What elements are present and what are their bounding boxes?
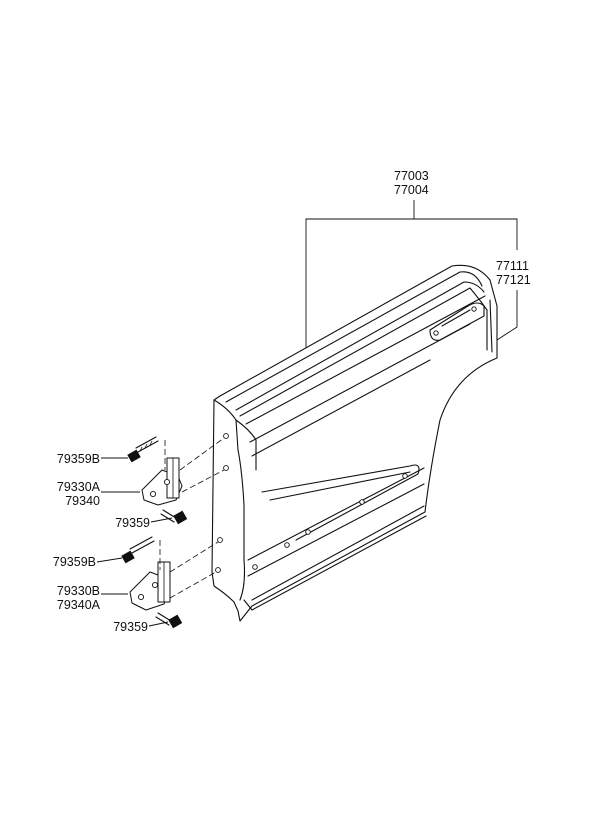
part-number-77004: 77004 <box>394 183 429 197</box>
lower-hinge-bolt-top <box>121 536 155 564</box>
alignment-lines <box>159 437 225 599</box>
part-label-door-panel: 77003 77004 <box>394 169 429 197</box>
upper-hinge-bolt-top <box>127 436 159 463</box>
part-label-lower-lower-bolt: 79359 <box>113 620 148 634</box>
part-number-79330a: 79330A <box>56 480 100 494</box>
upper-hinge-bolt-bottom <box>160 509 188 525</box>
part-number-79330b: 79330B <box>56 584 100 598</box>
part-number-79359-lower: 79359 <box>113 620 148 634</box>
part-number-79340a: 79340A <box>56 598 100 612</box>
part-number-79359-upper: 79359 <box>115 516 150 530</box>
part-label-upper-hinge: 79330A 79340 <box>57 480 100 508</box>
part-number-77111: 77111 <box>496 259 529 273</box>
door-shell <box>211 264 498 622</box>
part-number-79340: 79340 <box>65 494 100 508</box>
part-label-upper-lower-bolt: 79359 <box>115 516 150 530</box>
door-callout-bracket <box>305 200 518 348</box>
part-number-77003: 77003 <box>394 169 429 183</box>
leader-lines <box>96 457 173 627</box>
part-label-outer-panel: 77111 77121 <box>496 259 531 287</box>
part-number-79359b-upper: 79359B <box>56 452 100 466</box>
part-label-upper-bolt: 79359B <box>57 452 100 466</box>
part-number-79359b-lower: 79359B <box>52 555 96 569</box>
lower-hinge <box>129 561 171 611</box>
door-handle <box>429 302 485 341</box>
lower-hinge-bolt-bottom <box>155 612 183 629</box>
part-number-77121: 77121 <box>496 273 531 287</box>
part-label-lower-bolt: 79359B <box>53 555 96 569</box>
upper-hinge <box>141 457 183 506</box>
part-label-lower-hinge: 79330B 79340A <box>57 584 100 612</box>
